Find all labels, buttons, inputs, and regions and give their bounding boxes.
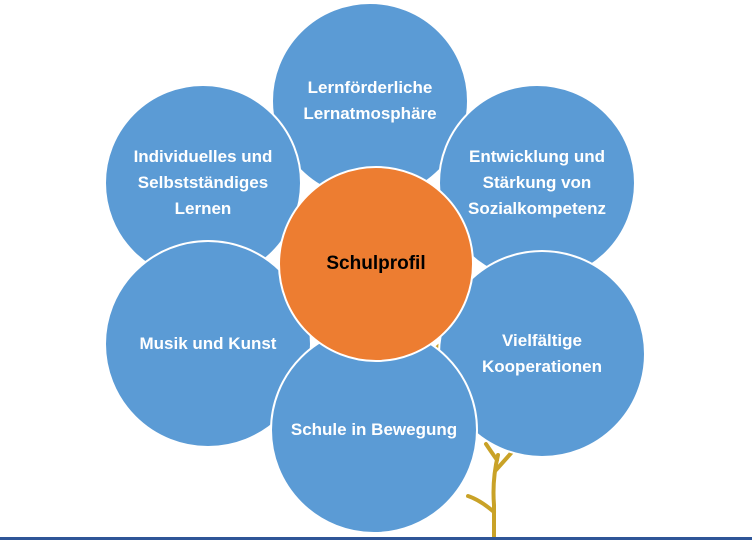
center-label: Schulprofil — [326, 253, 426, 274]
center-schulprofil: Schulprofil — [278, 166, 474, 362]
petal-label: Schule in Bewegung — [290, 420, 458, 439]
bottom-border-line — [0, 537, 752, 540]
petal-label: Vielfältige Kooperationen — [482, 331, 602, 376]
petal-lernfoerderliche-lernatmosphaere: Lernförderliche Lernatmosphäre — [271, 2, 469, 200]
petal-individuelles-lernen: Individuelles und Selbstständiges Lernen — [104, 84, 302, 282]
stem-branch-upper — [484, 442, 499, 462]
petal-label: Entwicklung und Stärkung von Sozialkompe… — [468, 147, 606, 218]
petal-label: Musik und Kunst — [139, 334, 277, 353]
petal-label: Lernförderliche Lernatmosphäre — [303, 78, 437, 123]
petal-label: Individuelles und Selbstständiges Lernen — [133, 147, 273, 218]
stem-branch-left — [466, 494, 496, 514]
